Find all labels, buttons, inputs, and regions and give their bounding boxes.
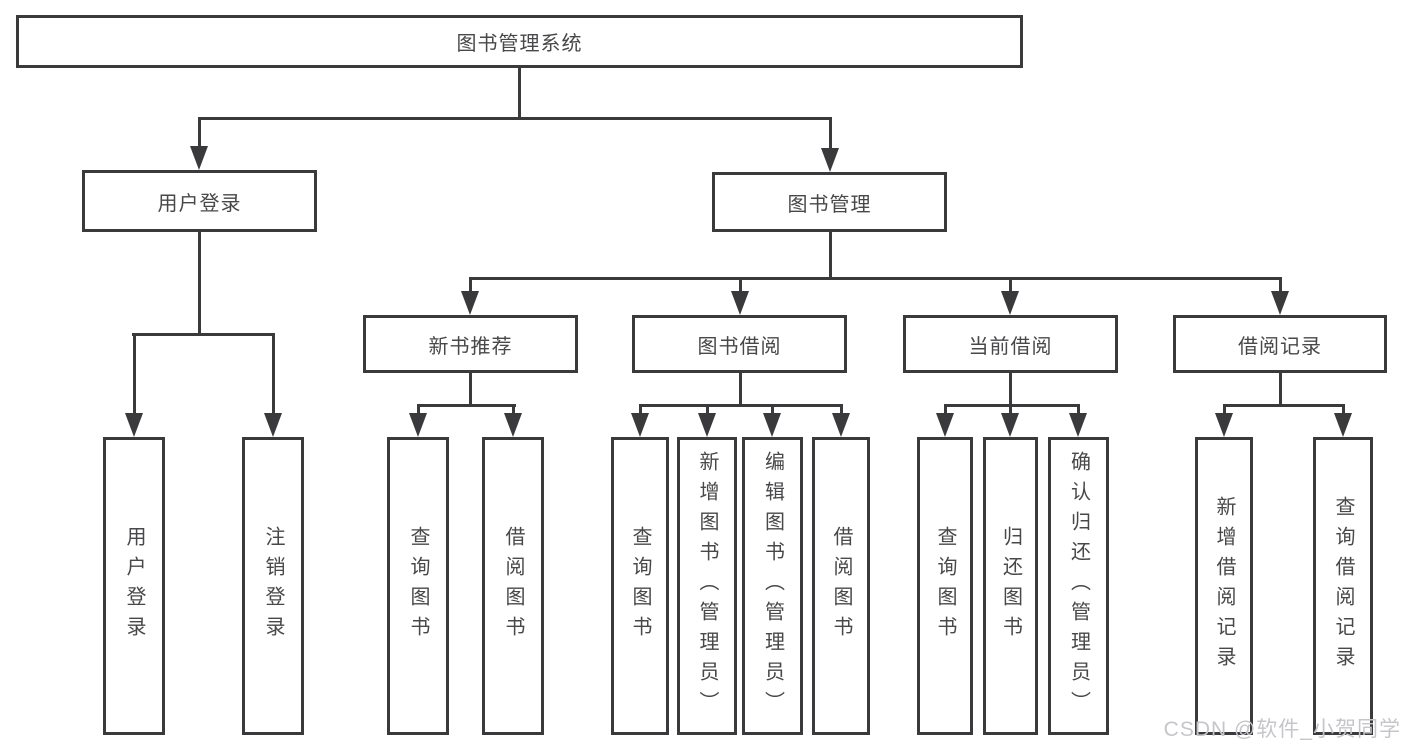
leaf-edit-books-admin: 编辑图书（管理员） — [742, 437, 803, 735]
connector-to-leaf-edit-books — [771, 404, 774, 416]
arrowhead-leaf-borrow-books-2 — [832, 413, 850, 437]
arrowhead-new-book — [461, 291, 479, 315]
arrowhead-current-borrow — [1001, 291, 1019, 315]
arrowhead-book-borrow — [731, 291, 749, 315]
csdn-watermark: CSDN @软件_小贺同学 — [1163, 718, 1401, 741]
arrowhead-leaf-query-books-3 — [936, 413, 954, 437]
leaf-logout: 注销登录 — [242, 437, 304, 735]
connector-root-bus — [198, 117, 832, 120]
connector-borrow-record-stem — [1279, 371, 1282, 407]
connector-book-management-bus — [469, 277, 1282, 280]
connector-new-book-bus — [417, 404, 516, 407]
leaf-query-books-3: 查询图书 — [917, 437, 973, 735]
arrowhead-leaf-query-books-1 — [409, 413, 427, 437]
connector-to-leaf-user-login — [133, 333, 136, 415]
connector-to-current-borrow — [1009, 277, 1012, 293]
arrowhead-leaf-logout — [264, 413, 282, 437]
node-book-borrow: 图书借阅 — [632, 315, 847, 373]
connector-root-stem — [518, 67, 521, 118]
leaf-user-login: 用户登录 — [103, 437, 165, 735]
leaf-query-books-2: 查询图书 — [611, 437, 669, 735]
arrowhead-leaf-return-books — [1001, 413, 1019, 437]
connector-book-management-stem — [829, 230, 832, 279]
node-borrow-record: 借阅记录 — [1173, 315, 1387, 373]
leaf-query-borrow-record: 查询借阅记录 — [1313, 437, 1373, 735]
connector-to-leaf-query-books-1 — [417, 404, 420, 416]
arrowhead-leaf-edit-books — [763, 413, 781, 437]
connector-new-book-stem — [469, 371, 472, 407]
arrowhead-leaf-query-record — [1334, 413, 1352, 437]
connector-to-leaf-confirm-return — [1077, 404, 1080, 416]
node-new-book-recommend: 新书推荐 — [363, 315, 578, 373]
connector-to-leaf-query-record — [1342, 404, 1345, 416]
connector-to-book-borrow — [739, 277, 742, 293]
connector-to-leaf-add-books — [706, 404, 709, 416]
connector-to-user-login — [198, 117, 201, 149]
arrowhead-borrow-record — [1271, 291, 1289, 315]
leaf-return-books: 归还图书 — [983, 437, 1038, 735]
arrowhead-leaf-add-record — [1215, 413, 1233, 437]
leaf-add-borrow-record: 新增借阅记录 — [1195, 437, 1253, 735]
arrowhead-leaf-add-books — [698, 413, 716, 437]
connector-to-leaf-logout — [272, 333, 275, 415]
connector-borrow-record-bus — [1223, 404, 1345, 407]
arrowhead-leaf-borrow-books-1 — [504, 413, 522, 437]
connector-user-login-bus — [132, 333, 275, 336]
leaf-borrow-books-1: 借阅图书 — [482, 437, 544, 735]
connector-to-leaf-borrow-books-1 — [512, 404, 515, 416]
arrowhead-leaf-user-login — [125, 413, 143, 437]
connector-to-new-book — [469, 277, 472, 293]
connector-current-borrow-bus — [944, 404, 1080, 407]
arrowhead-book-management — [821, 148, 839, 172]
node-library-management-system: 图书管理系统 — [16, 15, 1023, 68]
connector-book-borrow-stem — [739, 371, 742, 407]
connector-book-borrow-bus — [639, 404, 843, 407]
leaf-query-books-1: 查询图书 — [387, 437, 449, 735]
arrowhead-leaf-query-books-2 — [631, 413, 649, 437]
connector-to-leaf-borrow-books-2 — [840, 404, 843, 416]
leaf-confirm-return-admin: 确认归还（管理员） — [1048, 437, 1109, 735]
leaf-borrow-books-2: 借阅图书 — [812, 437, 870, 735]
arrowhead-leaf-confirm-return — [1069, 413, 1087, 437]
connector-user-login-stem — [198, 231, 201, 335]
connector-to-leaf-query-books-3 — [944, 404, 947, 416]
connector-to-book-management — [829, 117, 832, 151]
node-user-login-branch: 用户登录 — [82, 170, 317, 232]
connector-to-leaf-return-books — [1009, 404, 1012, 416]
node-book-management-branch: 图书管理 — [712, 172, 947, 232]
node-current-borrow: 当前借阅 — [903, 315, 1118, 373]
connector-to-borrow-record — [1279, 277, 1282, 293]
arrowhead-user-login — [190, 146, 208, 170]
leaf-add-books-admin: 新增图书（管理员） — [677, 437, 737, 735]
connector-current-borrow-stem — [1009, 371, 1012, 407]
connector-to-leaf-add-record — [1223, 404, 1226, 416]
connector-to-leaf-query-books-2 — [639, 404, 642, 416]
